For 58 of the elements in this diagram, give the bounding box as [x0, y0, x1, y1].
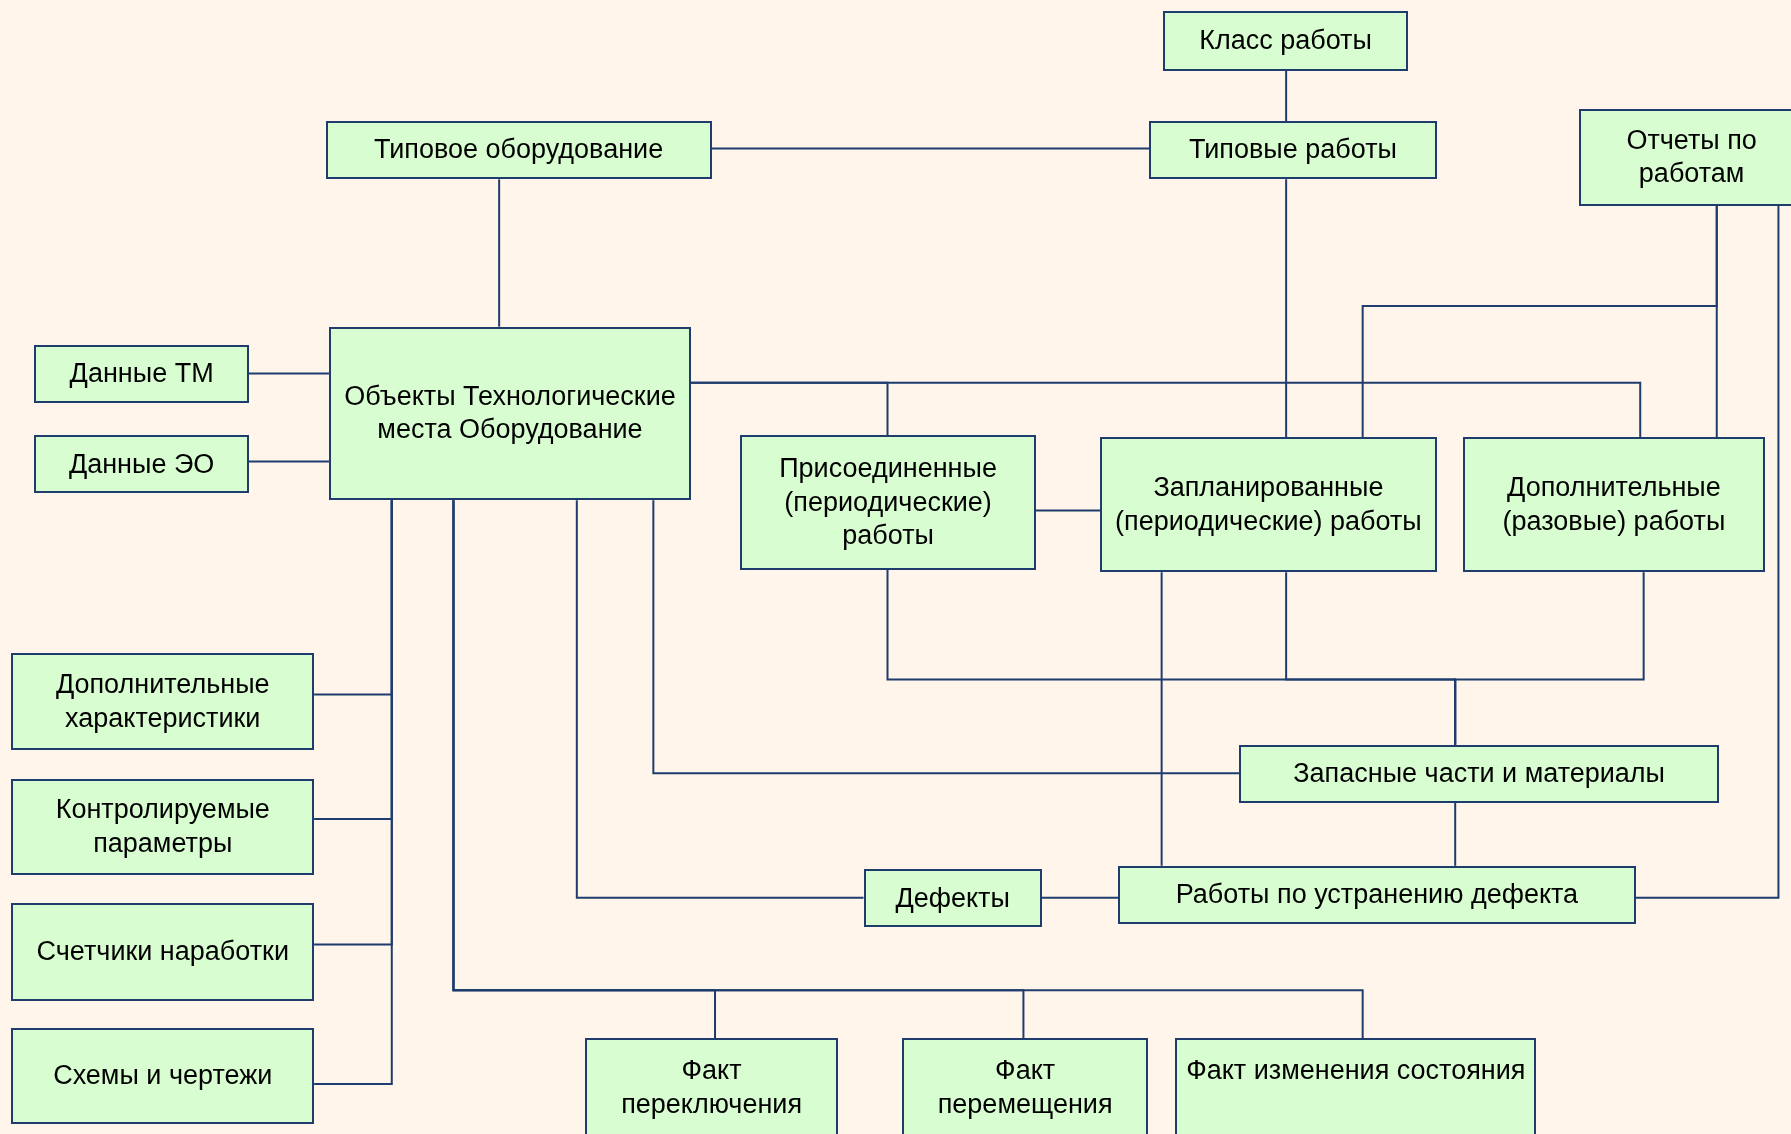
box-label: Факт переключения	[620, 1054, 804, 1121]
process-box	[1099, 437, 1437, 573]
process-box	[1175, 1038, 1537, 1134]
process-box	[325, 121, 712, 180]
process-box	[1118, 865, 1636, 925]
box-label: Дефекты	[895, 881, 1010, 915]
connector-line	[1285, 69, 1288, 123]
process-box	[34, 435, 249, 494]
connector-line	[1035, 509, 1101, 512]
connector-line	[1634, 204, 1780, 899]
box-label: Запасные части и материалы	[1293, 757, 1666, 791]
connector-line	[1454, 571, 1645, 746]
box-label: Схемы и чертежи	[53, 1059, 273, 1093]
process-box	[863, 869, 1042, 928]
box-label: Типовое оборудование	[373, 133, 664, 167]
connector-line	[1715, 204, 1718, 439]
process-box	[1578, 108, 1791, 206]
connector-line	[1160, 571, 1163, 867]
box-label: Присоединенные (периодические) работы	[778, 452, 998, 553]
connector-line	[1040, 896, 1120, 899]
box-label: Контролируемые параметры	[54, 793, 271, 860]
process-box	[584, 1038, 839, 1134]
box-label: Работы по устранению дефекта	[1175, 878, 1579, 912]
process-box	[1463, 437, 1765, 573]
process-box	[34, 344, 249, 404]
box-label: Данные ЭО	[68, 447, 215, 481]
process-box	[11, 653, 315, 751]
connector-line	[452, 499, 1364, 1040]
box-label: Дополнительные характеристики	[54, 668, 271, 735]
box-label: Типовые работы	[1189, 133, 1397, 167]
process-box	[1239, 744, 1719, 803]
process-box	[1162, 11, 1409, 71]
process-box	[328, 326, 692, 501]
connector-line	[652, 499, 1241, 775]
process-box	[11, 779, 315, 875]
connector-line	[498, 178, 501, 328]
box-label: Данные ТМ	[69, 357, 214, 391]
box-label: Факт перемещения	[936, 1054, 1114, 1121]
process-box	[740, 435, 1036, 570]
process-box	[1149, 121, 1437, 180]
connector-line	[248, 372, 330, 375]
connector-line	[710, 147, 1151, 150]
box-label: Класс работы	[1199, 24, 1372, 58]
box-label: Дополнительные (разовые) работы	[1501, 471, 1727, 538]
box-label: Отчеты по работам	[1625, 123, 1758, 191]
connector-line	[248, 460, 330, 463]
connector-line	[1285, 178, 1288, 439]
connector-line	[575, 499, 865, 899]
process-box	[11, 1028, 315, 1124]
box-label: Запланированные (периодические) работы	[1114, 471, 1423, 538]
process-box	[11, 903, 315, 1001]
box-label: Счетчики наработки	[36, 935, 289, 969]
box-label: Объекты Технологические места Оборудование	[343, 380, 677, 447]
box-label: Факт изменения состояния	[1186, 1054, 1526, 1088]
connector-line	[313, 499, 393, 1085]
connector-line	[690, 381, 1642, 439]
process-box	[902, 1038, 1148, 1134]
connector-line	[1454, 802, 1457, 867]
